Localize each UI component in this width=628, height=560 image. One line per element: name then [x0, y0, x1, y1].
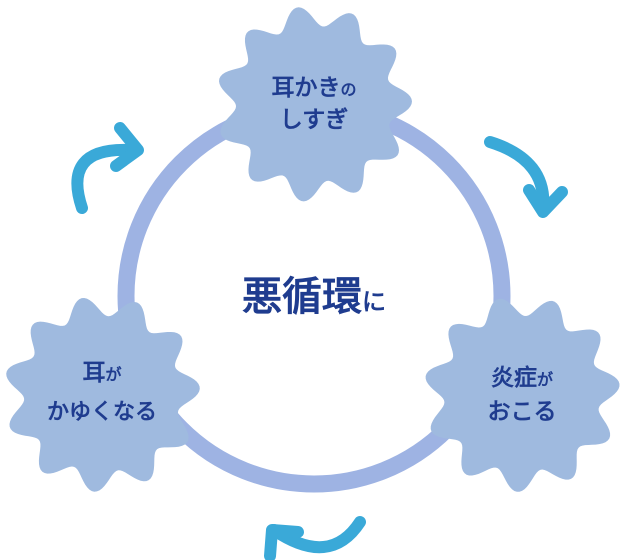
node-left-line1-small: が: [105, 365, 121, 384]
arrow-bottom: [264, 516, 366, 560]
center-label-suffix: に: [362, 288, 386, 316]
node-right-line1: 炎症が: [491, 364, 553, 391]
node-left-line1-main: 耳: [82, 360, 105, 386]
node-right-line1-small: が: [537, 370, 553, 389]
node-blob-right: [425, 298, 620, 492]
arrow-top-left: [71, 122, 144, 214]
node-left-line1: 耳が: [82, 360, 121, 386]
center-label-main: 悪循環: [242, 274, 362, 320]
center-label: 悪循環に: [242, 274, 386, 320]
node-left-line2: かゆくなる: [47, 400, 157, 425]
node-top-line1: 耳かきの: [271, 75, 356, 101]
node-top-line1-small: の: [340, 80, 356, 99]
node-right-line2: おこる: [488, 399, 557, 425]
arrow-top-right: [484, 136, 568, 218]
node-blob-left: [6, 297, 200, 492]
node-top-line2: しすぎ: [280, 106, 349, 133]
node-right-line1-main: 炎症: [491, 364, 537, 391]
node-blob-top: [219, 7, 412, 202]
node-top-line1-main: 耳かき: [271, 75, 340, 101]
